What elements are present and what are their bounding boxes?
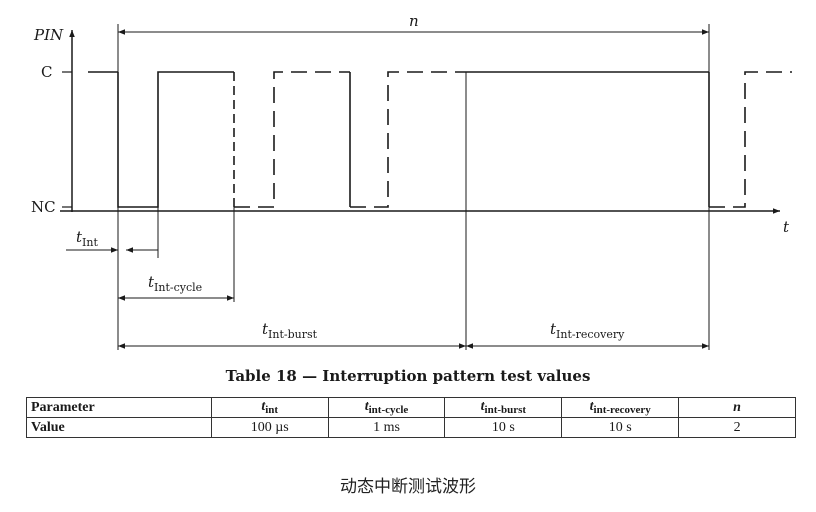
header-parameter-cell: Parameter <box>26 397 212 418</box>
figure-caption: 动态中断测试波形 <box>340 477 476 497</box>
level-c-label: C <box>41 63 52 81</box>
header-cell-n: n <box>678 397 796 418</box>
table-header-row: Parameter tint tint-cycle tint-burst tin… <box>26 397 796 418</box>
n-span-label: n <box>409 12 419 30</box>
t-int-cycle-label: tInt-cycle <box>148 273 202 294</box>
level-nc-label: NC <box>31 198 56 216</box>
t-int-label: tInt <box>76 228 98 249</box>
y-axis-label: PIN <box>33 26 64 44</box>
waveform-diagram: PIN t C NC n tInt tInt-cycle tInt-burst … <box>31 12 792 350</box>
value-cell-t-int-recovery: 10 s <box>561 417 680 438</box>
value-cell-t-int-cycle: 1 ms <box>327 417 446 438</box>
table-title: Table 18 — Interruption pattern test val… <box>225 367 591 385</box>
header-cell-t-int-cycle: tint-cycle <box>327 397 446 418</box>
dimension-extension-lines <box>117 24 710 350</box>
signal-waveform <box>88 71 792 208</box>
x-axis-label: t <box>783 218 790 236</box>
table-value-row: Value 100 µs 1 ms 10 s 10 s 2 <box>26 417 796 438</box>
t-int-burst-label: tInt-burst <box>262 320 318 341</box>
value-label-cell: Value <box>26 417 212 438</box>
header-cell-t-int-burst: tint-burst <box>444 397 563 418</box>
value-cell-t-int-burst: 10 s <box>444 417 563 438</box>
test-values-table: Parameter tint tint-cycle tint-burst tin… <box>26 397 796 438</box>
value-cell-n: 2 <box>678 417 796 438</box>
header-cell-t-int: tint <box>210 397 329 418</box>
header-cell-t-int-recovery: tint-recovery <box>561 397 680 418</box>
t-int-recovery-label: tInt-recovery <box>550 320 625 341</box>
value-cell-t-int: 100 µs <box>210 417 329 438</box>
